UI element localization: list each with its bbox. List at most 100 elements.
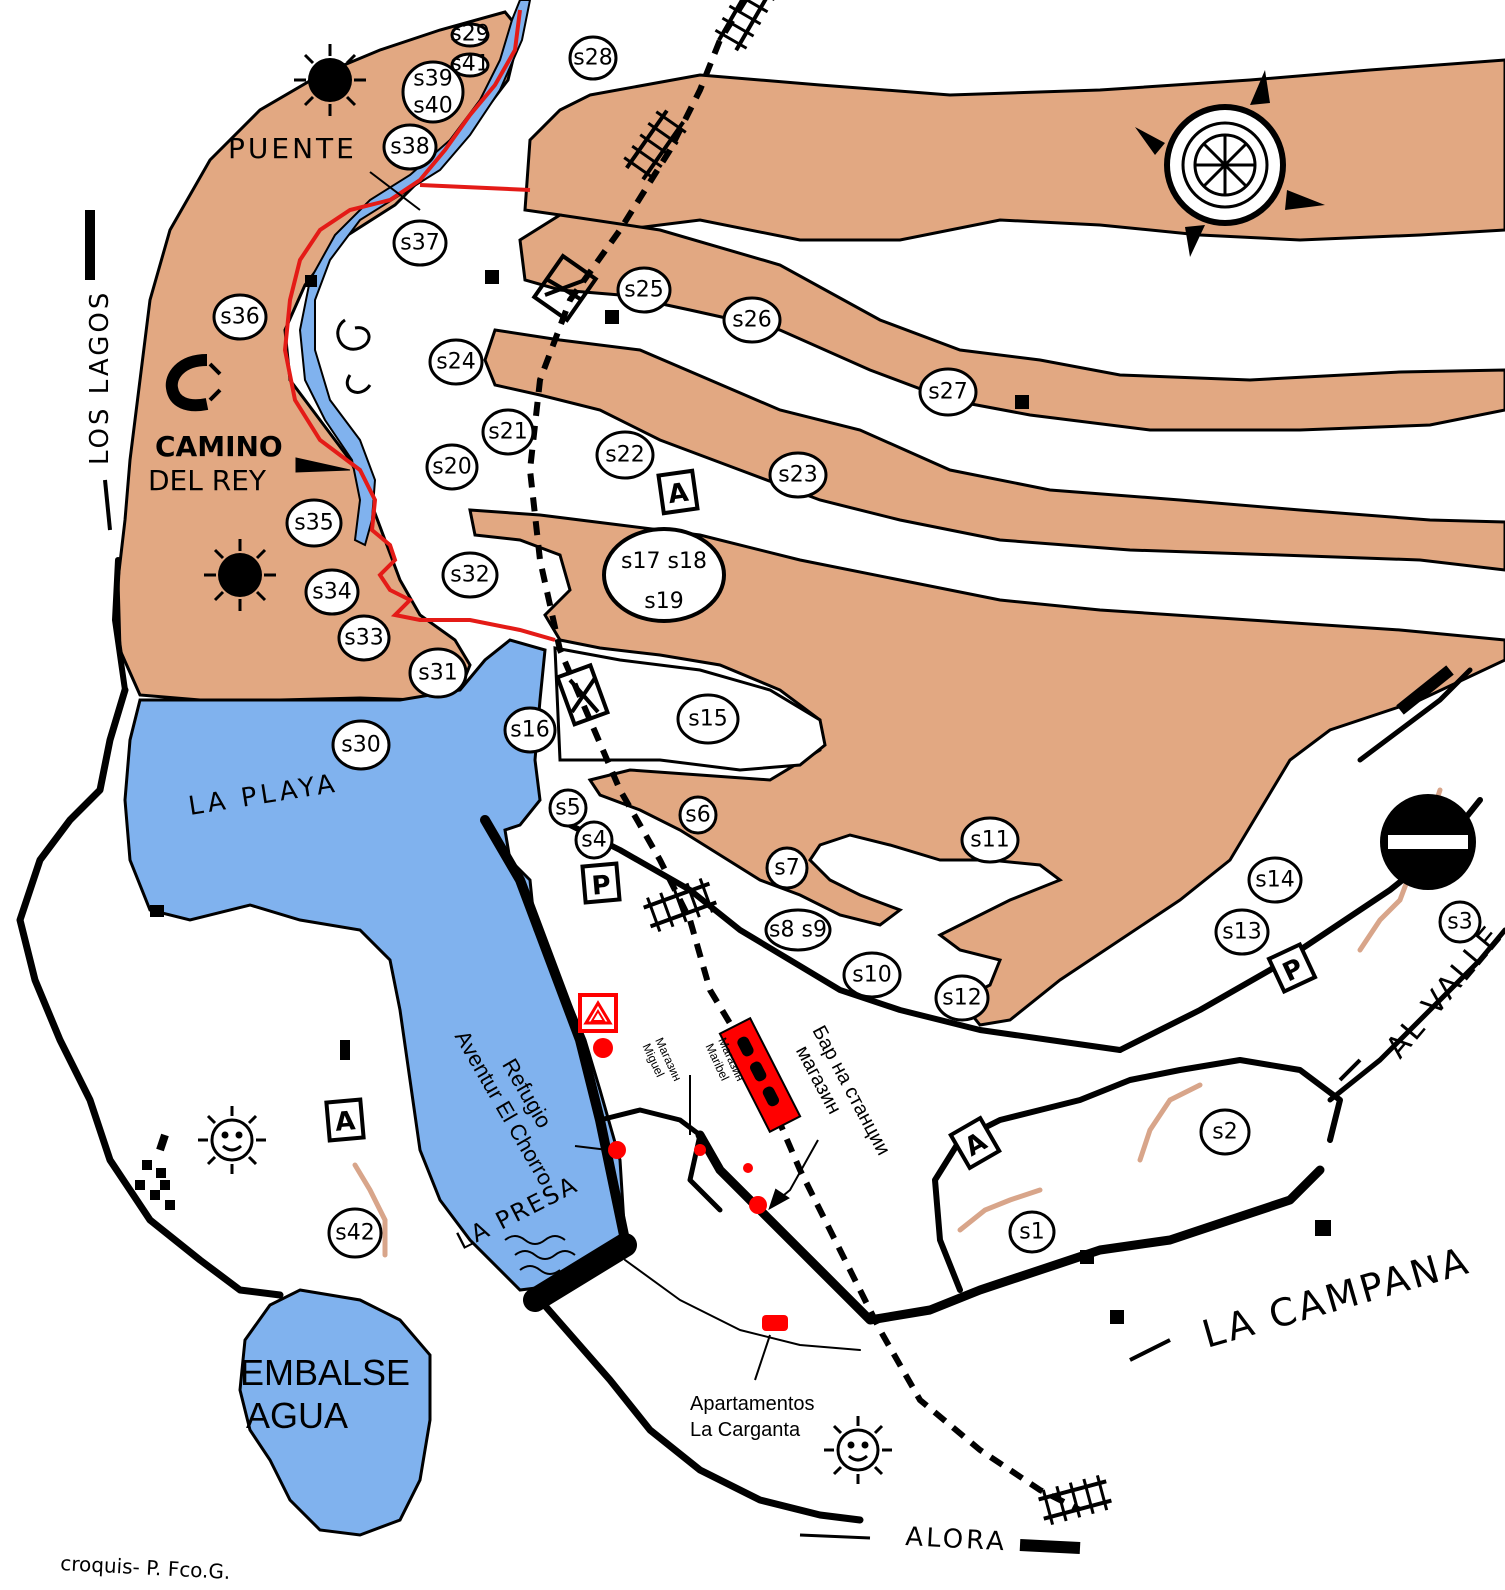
sector-label-s39: s39 (413, 66, 452, 91)
label-la-campana: LA CAMPANA (1197, 1238, 1475, 1356)
label-embalse: EMBALSE (240, 1352, 410, 1393)
sector-bubble-outline (842, 951, 902, 999)
sector-label-s7: s7 (774, 855, 799, 880)
rock-finger-a (518, 213, 1505, 432)
sector-label-s2: s2 (1212, 1119, 1237, 1144)
sector-label-s34: s34 (312, 579, 351, 604)
sector-bubble-outline (678, 795, 718, 835)
sector-bubble-s30: s30 (331, 719, 391, 771)
sector-label-s30: s30 (341, 732, 380, 757)
bar-dot (749, 1196, 767, 1214)
sector-bubble-outline (768, 451, 828, 499)
embalse-agua (238, 1288, 432, 1537)
sector-bubble-outline (450, 22, 490, 48)
sector-bubble-s13: s13 (1214, 908, 1270, 956)
camino-del-rey-route (282, 9, 556, 642)
sector-bubble-outline (327, 1207, 383, 1259)
path-thin-1 (624, 1259, 861, 1351)
label-los-lagos: LOS LAGOS (85, 290, 115, 465)
sector-bubble-outline (425, 443, 479, 491)
area-marker: A (656, 468, 700, 516)
road-main (695, 1130, 1325, 1325)
sector-label-s6: s6 (685, 802, 710, 827)
sector-bubbles: s29s41s39s40s28s38s37s36s25s26s27s24s21s… (212, 22, 1482, 1259)
outline-west (112, 557, 128, 693)
refugio-dot (593, 1038, 613, 1058)
sector-bubble-s29: s29 (450, 22, 490, 48)
sunny-face-icon (198, 1106, 266, 1174)
area-marker: A (324, 1097, 366, 1143)
sector-bubble-outline (595, 430, 655, 480)
sector-bubble-s25: s25 (616, 266, 672, 314)
sector-bubble-s39: s39 (401, 60, 465, 124)
sector-bubble-outline (765, 846, 809, 890)
road-south (536, 1296, 864, 1524)
station-building (718, 1016, 802, 1134)
railway-track-icon (1038, 1474, 1112, 1526)
sector-bubble-s6: s6 (678, 795, 718, 835)
sector-bubble-s16: s16 (503, 706, 557, 754)
sector-bubble-s35: s35 (285, 498, 343, 548)
road-to-valle (1327, 927, 1505, 1103)
label-alora: ALORA (905, 1522, 1008, 1557)
sector-bubble-outline (918, 367, 978, 417)
rock-formation-icon (165, 354, 222, 412)
sector-bubble-s3: s3 (1438, 900, 1482, 944)
sector-bubble-outline (568, 35, 618, 81)
river (298, 0, 532, 547)
sector-bubble-outline (285, 498, 343, 548)
sector-bubble-outline (616, 266, 672, 314)
sector-label-s25: s25 (624, 277, 663, 302)
sector-label-s5: s5 (555, 795, 580, 820)
sector-label-s14: s14 (1255, 867, 1294, 892)
sunny-face-icon (824, 1416, 892, 1484)
area-letter: A (666, 478, 690, 511)
sector-bubble-outline (481, 408, 535, 456)
sector-bubble-outline (408, 647, 468, 699)
sector-label-s23: s23 (778, 462, 817, 487)
sector-bubble-s42: s42 (327, 1207, 383, 1259)
rock-south-massif (468, 508, 1505, 1027)
sun-icon (204, 539, 276, 611)
sector-label-s33: s33 (344, 625, 383, 650)
roads-and-outlines (16, 557, 1505, 1524)
road-west-shore (16, 686, 284, 1299)
no-entry-icon (1380, 794, 1476, 890)
dam-wall (523, 1233, 637, 1312)
sector-bubble-outline (574, 820, 614, 860)
railway-track-icon (643, 877, 717, 933)
sector-label-s42: s42 (335, 1220, 374, 1245)
lake-swirl (336, 318, 372, 394)
sector-bubble-outline (1199, 1108, 1251, 1156)
sector-bubble-s15: s15 (676, 693, 740, 745)
sector-bubble-s27: s27 (918, 367, 978, 417)
sector-bubble-s2: s2 (1199, 1108, 1251, 1156)
sector-bubble-s4: s4 (574, 820, 614, 860)
outline-east-road (932, 1057, 1343, 1293)
compass-rose-icon (1135, 70, 1325, 257)
sector-bubble-outline (548, 788, 588, 828)
apartments-marker (762, 1315, 788, 1331)
sector-label-s24: s24 (436, 349, 475, 374)
label-camino-line1: CAMINO (155, 430, 283, 463)
road-dam (480, 815, 630, 1245)
sector-label-s3: s3 (1447, 909, 1472, 934)
sector-bubble-s26: s26 (722, 296, 782, 344)
label-puente: PUENTE (228, 132, 357, 165)
sector-bubble-outline (382, 123, 438, 171)
sector-bubble-s32: s32 (441, 551, 499, 599)
sector-bubble-s20: s20 (425, 443, 479, 491)
sector-bubble-s34: s34 (304, 568, 360, 616)
sector-bubble-s21: s21 (481, 408, 535, 456)
sector-label-s31: s31 (418, 660, 457, 685)
apartments-label-line2: La Carganta (690, 1419, 801, 1441)
sector-bubble-s28: s28 (568, 35, 618, 81)
sector-bubble-outline (960, 816, 1020, 864)
sector-label-s22: s22 (605, 442, 644, 467)
sector-bubble-outline (304, 568, 360, 616)
sector-label-s32: s32 (450, 562, 489, 587)
sector-label-s21: s21 (488, 419, 527, 444)
area-marker: A (948, 1115, 1002, 1171)
sector-bubble-outline (212, 293, 268, 341)
